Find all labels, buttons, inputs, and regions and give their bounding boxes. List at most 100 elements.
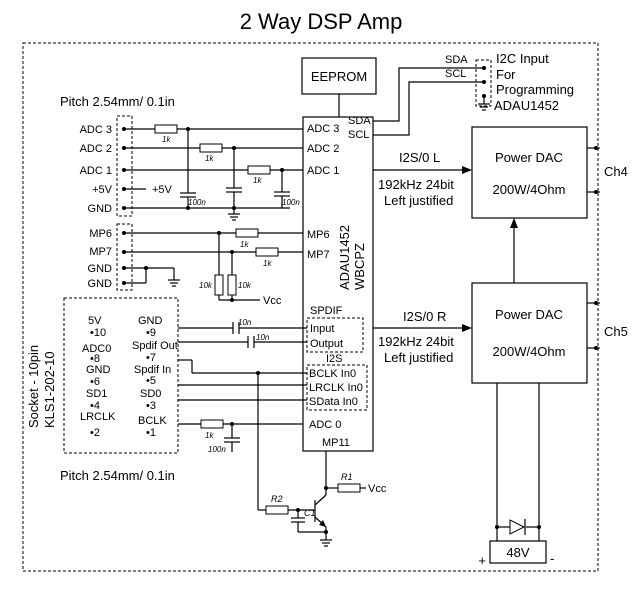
chip-pin-adc3: ADC 3 (307, 123, 339, 135)
i2s-group (306, 364, 368, 411)
socket-pin-label-sd1: SD1 (86, 388, 107, 400)
svg-text:100n: 100n (188, 198, 206, 207)
socket-pin-num-5: •5 (146, 375, 156, 387)
socket-name: Socket - 10pin (26, 345, 41, 428)
dac-left-label: Power DAC (495, 150, 563, 165)
socket-pin-num-3: •3 (146, 400, 156, 412)
svg-text:1k: 1k (162, 135, 171, 144)
socket-10pin (63, 297, 179, 454)
chip-name: ADAU1452 (337, 225, 352, 290)
label-r1: R1 (341, 472, 353, 482)
socket-pin-label-sd0: SD0 (140, 388, 161, 400)
chip-pin-bclk: BCLK In0 (309, 368, 356, 380)
svg-text:1k: 1k (205, 154, 214, 163)
i2c-line3: Programming (496, 82, 574, 97)
svg-text:1k: 1k (205, 431, 214, 440)
svg-text:1k: 1k (263, 259, 272, 268)
chip-pin-mp11: MP11 (322, 437, 350, 449)
pullup-mp6 (214, 274, 224, 296)
chip-spdif-label: SPDIF (310, 305, 343, 317)
resistor-mp6 (235, 228, 259, 238)
svg-text:1k: 1k (240, 240, 249, 249)
resistor-adc2 (199, 143, 223, 153)
psu-minus: - (550, 551, 554, 566)
i2s-right-format: 192kHz 24bit (378, 334, 454, 349)
dac-right-label: Power DAC (495, 307, 563, 322)
chip-variant: WBCPZ (352, 243, 367, 290)
svg-text:100n: 100n (208, 445, 226, 454)
resistor-adc3 (154, 124, 178, 134)
scl-wire (373, 81, 484, 136)
i2s-right-justify: Left justified (384, 350, 453, 365)
svg-text:1k: 1k (253, 176, 262, 185)
i2c-line1: I2C Input (496, 51, 549, 66)
socket-pin-label-bclk: BCLK (138, 415, 167, 427)
i2s-left-label: I2S/0 L (399, 150, 440, 165)
dsp-chip (302, 116, 374, 452)
socket-pin-num-6: •6 (90, 376, 100, 388)
arrow-right-dac (462, 324, 472, 332)
hdr-mp6: MP6 (89, 228, 112, 240)
socket-pin-num-8: •8 (90, 353, 100, 365)
resistor-r1 (337, 483, 361, 493)
socket-pin-num-2: •2 (90, 427, 100, 439)
sda-bus-label: SDA (445, 54, 468, 66)
chip-pin-sda: SDA (348, 115, 371, 127)
psu-voltage: 48V (506, 545, 529, 560)
resistor-adc0 (200, 419, 224, 429)
spdif-group (306, 317, 364, 353)
chip-pin-spdif-output: Output (310, 338, 343, 350)
pullup-mp7 (227, 274, 237, 296)
pitch-bottom-label: Pitch 2.54mm/ 0.1in (60, 468, 175, 483)
chip-pin-lrclk: LRCLK In0 (309, 382, 363, 394)
channel-4-label: Ch4 (604, 164, 628, 179)
i2s-left-format: 192kHz 24bit (378, 177, 454, 192)
chip-pin-mp6: MP6 (307, 229, 330, 241)
socket-pin-label-spdif-out: Spdif Out (132, 340, 178, 352)
psu-plus: + (478, 553, 486, 568)
arrow-left-dac (462, 166, 472, 174)
hdr-adc3: ADC 3 (80, 124, 112, 136)
socket-pin-num-10: •10 (90, 327, 106, 339)
hdr-gnd: GND (88, 203, 113, 215)
i2c-connector (475, 59, 492, 107)
chip-pin-sdata: SData In0 (309, 396, 358, 408)
socket-pin-label-gnd-9: GND (138, 315, 163, 327)
svg-text:10n: 10n (256, 333, 270, 342)
board-outline (22, 42, 599, 572)
hdr-adc2: ADC 2 (80, 143, 112, 155)
socket-pin-num-4: •4 (90, 400, 100, 412)
chip-pin-adc0: ADC 0 (309, 419, 341, 431)
diagram-title: 2 Way DSP Amp (240, 9, 403, 34)
resistor-adc1 (247, 165, 271, 175)
hdr-5v: +5V (92, 184, 113, 196)
socket-pin-num-1: •1 (146, 427, 156, 439)
sda-wire (373, 67, 484, 122)
chip-i2s-label: I2S (326, 353, 343, 365)
psu-48v (489, 540, 547, 564)
svg-text:100n: 100n (282, 198, 300, 207)
chip-pin-adc2: ADC 2 (307, 143, 339, 155)
supply-vcc-driver: Vcc (368, 483, 387, 495)
resistor-mp7 (255, 247, 279, 257)
socket-pin-num-9: •9 (146, 327, 156, 339)
hdr-adc1: ADC 1 (80, 165, 112, 177)
svg-text:10n: 10n (238, 318, 252, 327)
socket-pin-label-lrclk: LRCLK (80, 411, 116, 423)
i2s-left-justify: Left justified (384, 193, 453, 208)
i2c-line2: For (496, 67, 516, 82)
chip-pin-adc1: ADC 1 (307, 165, 339, 177)
hdr-gnd3: GND (88, 278, 113, 290)
dac-right-power: 200W/4Ohm (493, 344, 566, 359)
resistor-r2 (265, 505, 289, 515)
hdr-mp7: MP7 (89, 246, 112, 258)
label-c1: C1 (304, 508, 316, 518)
hdr-gnd2: GND (88, 263, 113, 275)
svg-text:10k: 10k (199, 281, 213, 290)
scl-bus-label: SCL (445, 68, 466, 80)
dac-left-power: 200W/4Ohm (493, 182, 566, 197)
label-r2: R2 (271, 494, 283, 504)
power-dac-left (471, 126, 588, 219)
bottom-header-connector (116, 223, 133, 291)
